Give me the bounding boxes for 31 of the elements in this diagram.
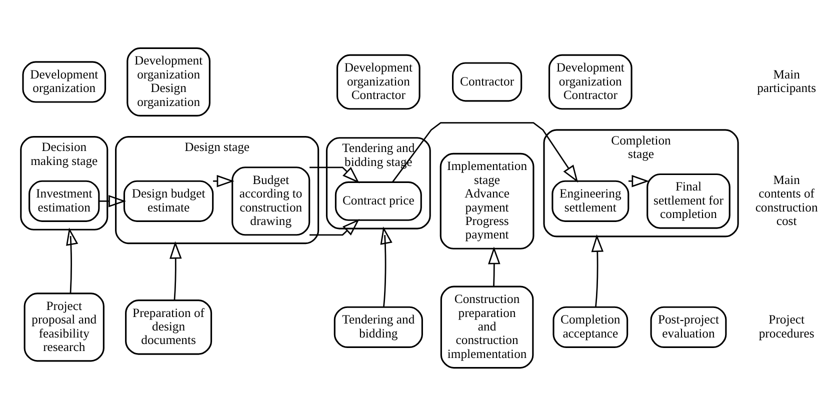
arrow	[99, 195, 126, 208]
arrow	[66, 228, 78, 294]
arrow	[170, 241, 182, 300]
node-box: Engineering settlement	[552, 180, 630, 222]
arrow	[628, 174, 650, 188]
node-box: Project proposal and feasibility research	[24, 292, 104, 362]
node-box: Development organization	[22, 61, 106, 103]
label: Project procedures	[758, 312, 814, 340]
node-box: Budget according to construction drawing	[232, 166, 310, 236]
arrow	[392, 122, 578, 183]
arrow	[380, 226, 392, 307]
arrow	[591, 234, 604, 307]
node-box: Design budget estimate	[123, 180, 214, 222]
node-box: Completion acceptance	[552, 306, 628, 348]
arrow	[310, 166, 360, 236]
node-box: Investment estimation	[28, 180, 100, 222]
node-box: Tendering and bidding	[334, 306, 423, 348]
node-box: Development organization Contractor	[548, 54, 632, 110]
node-box: Implementation stage Advance payment Progress payment	[440, 152, 534, 250]
arrow	[213, 174, 234, 188]
node-box: Development organization Design organization	[126, 47, 210, 116]
label: Main participants	[757, 67, 816, 96]
label: Main contents of construction cost	[755, 172, 818, 228]
node-box: Contract price	[334, 181, 422, 221]
node-box: Post-project evaluation	[650, 306, 727, 348]
arrow	[488, 246, 500, 286]
node-box: Final settlement for completion	[646, 173, 730, 229]
node-box: Development organization Contractor	[336, 54, 420, 110]
node-box: Construction preparation and construction implementation	[440, 286, 534, 369]
node-box: Preparation of design documents	[125, 300, 212, 355]
node-box: Contractor	[452, 62, 522, 102]
